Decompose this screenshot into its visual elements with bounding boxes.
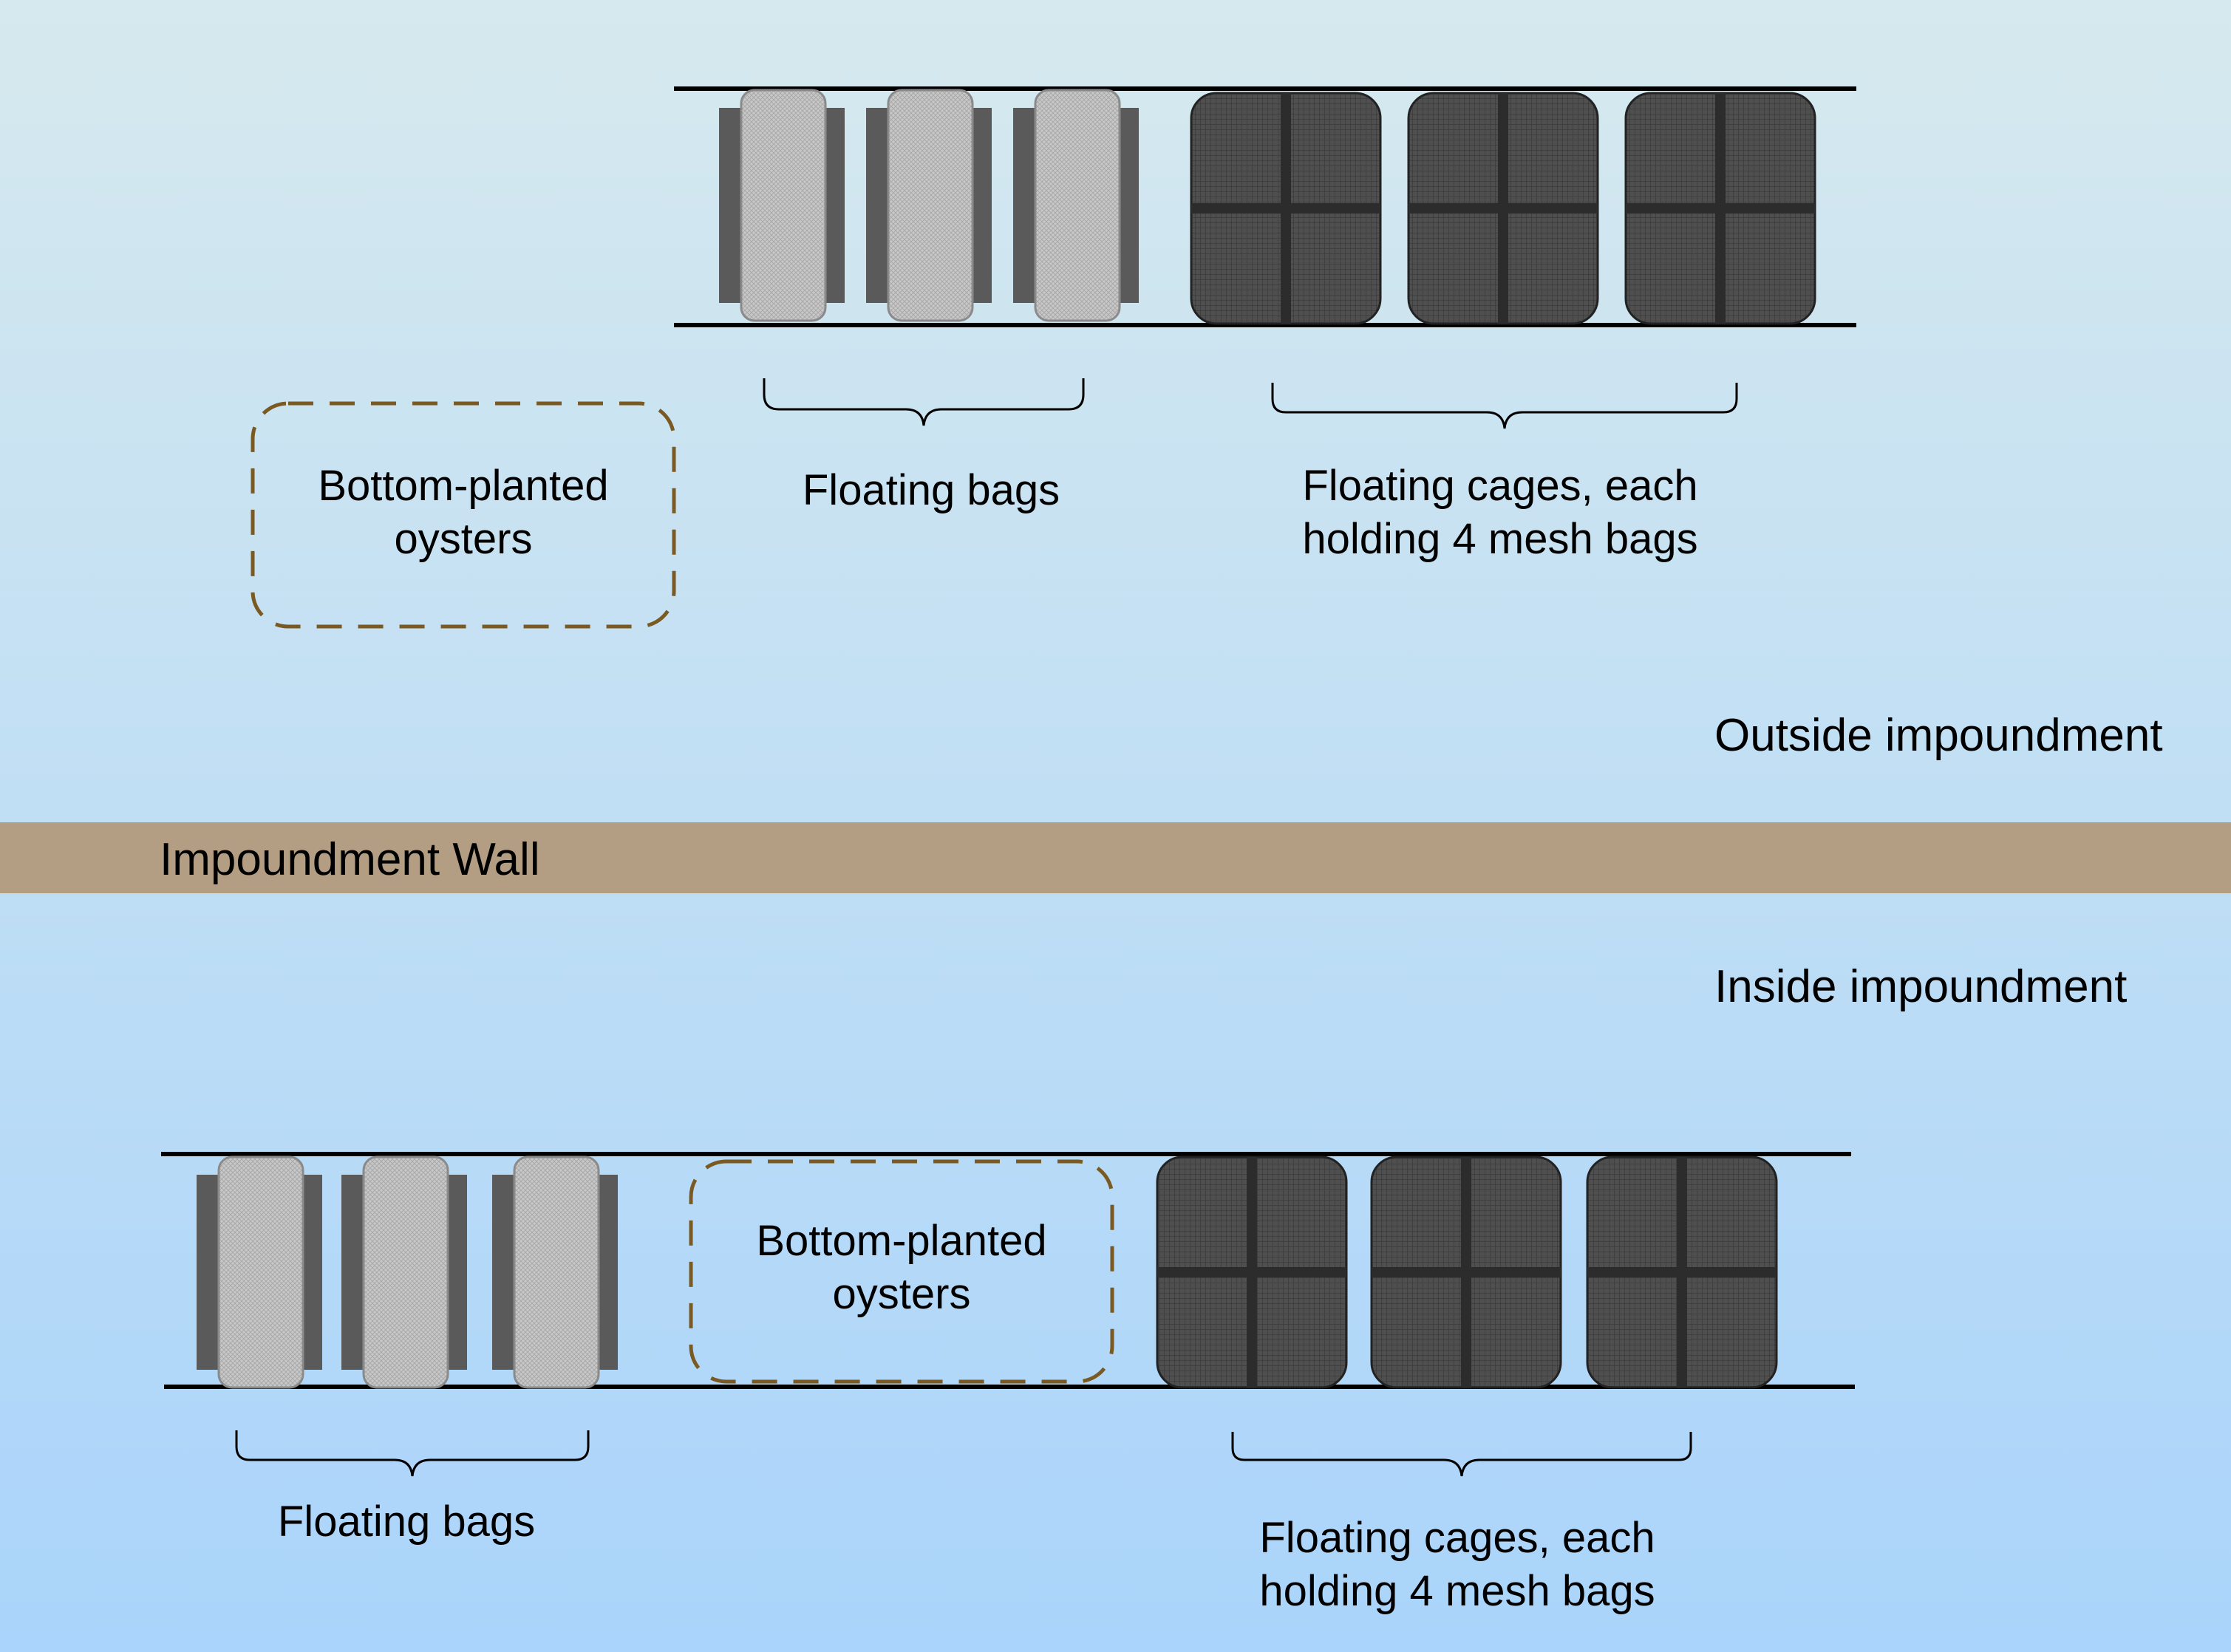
- cage-divider-horizontal: [1191, 203, 1380, 214]
- cage-divider-horizontal: [1157, 1267, 1346, 1277]
- inside-floating-cages-label: Floating cages, each holding 4 mesh bags: [1259, 1514, 1655, 1615]
- inside-floating-bags-label: Floating bags: [277, 1498, 536, 1546]
- bag-mesh: [887, 89, 974, 322]
- outside-cages-brace: [1271, 383, 1738, 429]
- inside-bags-brace: [235, 1430, 590, 1477]
- bag-float-left: [341, 1175, 364, 1370]
- bag-mesh: [1034, 89, 1121, 322]
- bag-float-left: [1013, 108, 1035, 303]
- outside-floating-cages: [1190, 92, 1816, 325]
- inside-floating-bags: [197, 1156, 618, 1389]
- floating-bag-icon: [492, 1156, 618, 1389]
- outside-zone-label: Outside impoundment: [1714, 710, 2163, 761]
- outside-floating-bags: [719, 89, 1139, 322]
- floating-cage-icon: [1624, 92, 1816, 325]
- bag-float-left: [197, 1175, 219, 1370]
- cage-divider-horizontal: [1587, 1267, 1777, 1277]
- bag-mesh: [217, 1156, 304, 1389]
- outside-bags-brace: [763, 378, 1085, 426]
- outside-floating-cages-label: Floating cages, each holding 4 mesh bags: [1302, 462, 1698, 563]
- outside-floating-bags-label: Floating bags: [802, 466, 1060, 514]
- bag-mesh: [513, 1156, 600, 1389]
- floating-cage-icon: [1190, 92, 1382, 325]
- floating-bag-icon: [866, 89, 992, 322]
- floating-bag-icon: [197, 1156, 322, 1389]
- impoundment-wall: [0, 822, 2231, 893]
- floating-bag-icon: [719, 89, 845, 322]
- cage-divider-horizontal: [1372, 1267, 1561, 1277]
- cage-divider-horizontal: [1409, 203, 1598, 214]
- bag-float-left: [492, 1175, 514, 1370]
- outside-bottom-planted-outline: [251, 401, 676, 629]
- floating-bag-icon: [341, 1156, 467, 1389]
- floating-cage-icon: [1370, 1156, 1562, 1389]
- floating-cage-icon: [1156, 1156, 1348, 1389]
- floating-bag-icon: [1013, 89, 1139, 322]
- wall-label: Impoundment Wall: [160, 834, 540, 885]
- floating-cage-icon: [1407, 92, 1599, 325]
- outside-bottom-planted-label: Bottom-planted oysters: [318, 462, 609, 563]
- bag-mesh: [362, 1156, 449, 1389]
- inside-bottom-planted-outline: [689, 1159, 1114, 1384]
- inside-floating-cages: [1156, 1156, 1778, 1389]
- inside-zone-label: Inside impoundment: [1714, 961, 2128, 1012]
- bag-mesh: [740, 89, 827, 322]
- cage-divider-horizontal: [1626, 203, 1815, 214]
- inside-cages-brace: [1231, 1432, 1692, 1477]
- bag-float-left: [866, 108, 888, 303]
- inside-bottom-planted-label: Bottom-planted oysters: [756, 1217, 1047, 1318]
- bag-float-left: [719, 108, 741, 303]
- floating-cage-icon: [1586, 1156, 1778, 1389]
